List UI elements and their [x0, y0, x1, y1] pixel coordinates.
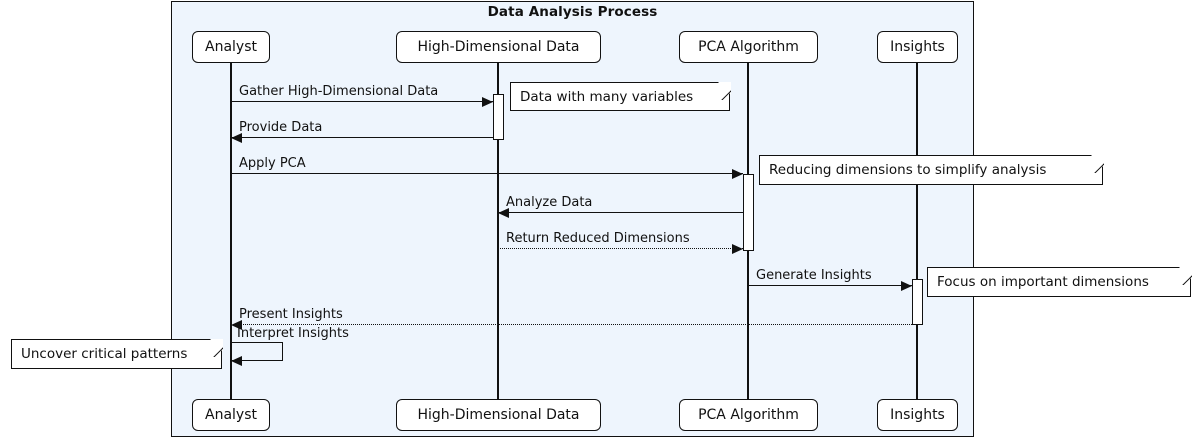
participant-insights-bottom[interactable]: Insights: [877, 399, 958, 431]
arrowhead-right: [481, 96, 493, 107]
message-line: [748, 285, 912, 286]
message-label: Generate Insights: [756, 268, 872, 283]
note-text: Data with many variables: [520, 88, 694, 105]
message-label: Gather High-Dimensional Data: [239, 84, 439, 99]
note-3: Focus on important dimensions: [927, 266, 1192, 297]
message-label: Analyze Data: [506, 195, 593, 210]
activation-bar-insights: [911, 279, 923, 325]
message-label: Return Reduced Dimensions: [506, 231, 690, 246]
participant-hdd-bottom[interactable]: High-Dimensional Data: [396, 399, 601, 431]
message-line: [231, 137, 493, 138]
message-line: [498, 212, 743, 213]
arrowhead-left: [231, 319, 242, 330]
participant-hdd-top[interactable]: High-Dimensional Data: [396, 31, 601, 63]
participant-pca-top[interactable]: PCA Algorithm: [679, 31, 818, 63]
message-label: Present Insights: [239, 307, 343, 322]
note-text: Uncover critical patterns: [21, 346, 188, 362]
note-fold-edge-icon: [204, 338, 223, 357]
note-text: Reducing dimensions to simplify analysis: [769, 162, 1047, 178]
message-label: Interpret Insights: [237, 326, 349, 341]
participant-label: Analyst: [205, 39, 257, 55]
lifeline-analyst: [230, 63, 232, 399]
participant-label: High-Dimensional Data: [417, 39, 580, 55]
participant-label: Insights: [890, 407, 945, 423]
message-line: [231, 173, 743, 174]
participant-analyst-bottom[interactable]: Analyst: [192, 399, 270, 431]
participant-pca-bottom[interactable]: PCA Algorithm: [679, 399, 818, 431]
arrowhead-right: [731, 168, 743, 179]
participant-insights-top[interactable]: Insights: [877, 31, 958, 63]
participant-label: PCA Algorithm: [698, 39, 799, 55]
message-line: [231, 324, 912, 325]
participant-label: PCA Algorithm: [698, 407, 799, 423]
note-2: Reducing dimensions to simplify analysis: [759, 154, 1104, 185]
diagram-title: Data Analysis Process: [487, 4, 658, 20]
note-fold-edge-icon: [712, 81, 731, 100]
note-text: Focus on important dimensions: [937, 274, 1149, 290]
message-line: [231, 101, 493, 102]
diagram-frame: [171, 1, 974, 437]
message-label: Apply PCA: [239, 156, 306, 171]
arrowhead-left: [231, 356, 242, 366]
arrowhead-right: [900, 280, 912, 291]
arrowhead-left: [231, 132, 242, 143]
participant-label: High-Dimensional Data: [417, 407, 580, 423]
activation-bar-pca: [742, 174, 754, 251]
lifeline-hdd: [497, 63, 499, 399]
participant-label: Analyst: [205, 407, 257, 423]
self-message-loop: [231, 342, 283, 361]
message-label: Provide Data: [239, 120, 323, 135]
activation-bar-hdd: [492, 94, 504, 140]
note-fold-edge-icon: [1173, 266, 1192, 285]
note-fold-edge-icon: [1085, 154, 1104, 173]
participant-label: Insights: [890, 39, 945, 55]
message-line: [498, 248, 743, 249]
arrowhead-right: [731, 243, 743, 254]
note-1: Data with many variables: [510, 81, 731, 111]
participant-analyst-top[interactable]: Analyst: [192, 31, 270, 63]
lifeline-insights: [916, 63, 918, 399]
note-4: Uncover critical patterns: [11, 338, 223, 369]
arrowhead-left: [498, 207, 509, 218]
